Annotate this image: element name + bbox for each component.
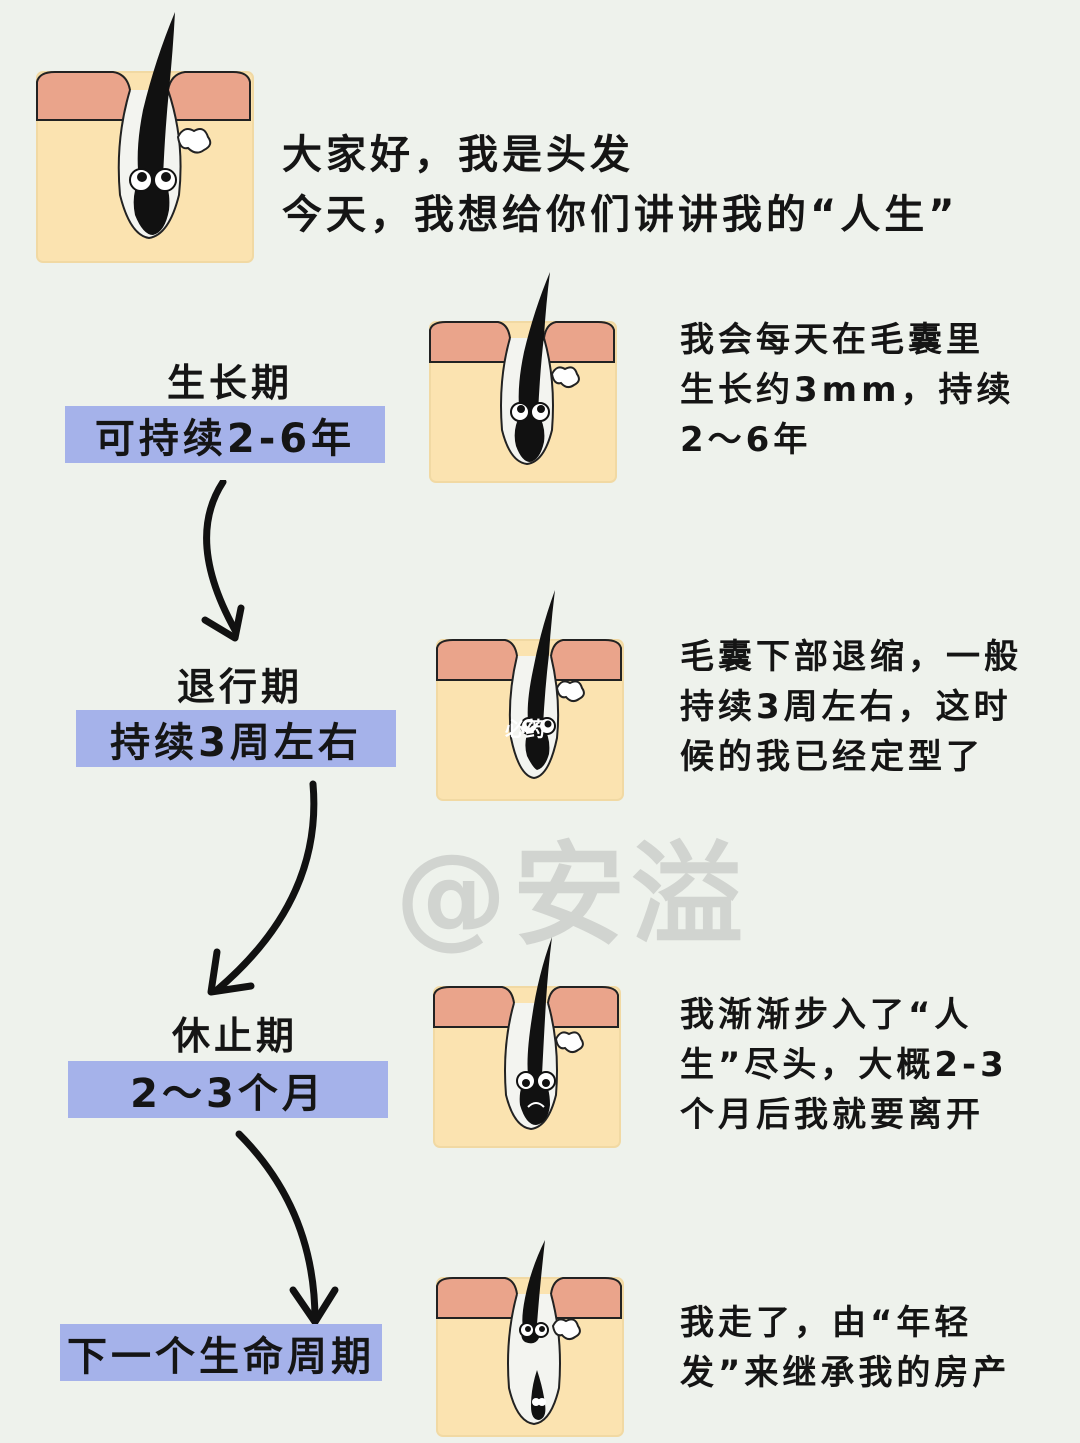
- intro-follicle-illustration: [35, 10, 255, 265]
- phase-duration-anagen: 可持续2-6年: [65, 406, 385, 463]
- anagen-follicle-illustration: [428, 270, 618, 485]
- hair-follicle-sad-icon: [433, 937, 621, 1148]
- arrow-down-icon: [207, 780, 318, 996]
- phase-description-telogen: 我渐渐步入了“人 生”尽头，大概2-3 个月后我就要离开: [680, 995, 1008, 1135]
- phase-name-telogen: 休止期: [171, 1014, 298, 1058]
- intro-greeting: 大家好，我是头发: [282, 132, 634, 178]
- phase-description-new-cycle: 我走了，由“年轻 发”来继承我的房产: [680, 1303, 1011, 1393]
- hair-follicle-happy-icon: [36, 12, 254, 263]
- small-watermark: 必药: [505, 717, 545, 741]
- phase-description-catagen: 毛囊下部退缩，一般 持续3周左右，这时 候的我已经定型了: [680, 637, 1022, 777]
- hair-follicle-shrinking-icon: [436, 590, 624, 801]
- hair-follicle-new-hair-icon: [436, 1240, 624, 1437]
- hair-follicle-growing-icon: [429, 272, 617, 483]
- phase-description-anagen: 我会每天在毛囊里 生长约3mm，持续 2～6年: [680, 320, 1015, 460]
- phase-duration-catagen: 持续3周左右: [76, 710, 396, 767]
- phase-name-anagen: 生长期: [166, 361, 293, 405]
- catagen-follicle-illustration: [435, 588, 625, 803]
- phase-next-cycle: 下一个生命周期: [60, 1324, 382, 1381]
- telogen-follicle-illustration: [432, 935, 622, 1150]
- arrow-down-icon: [201, 480, 245, 642]
- phase-duration-telogen: 2～3个月: [68, 1061, 388, 1118]
- intro-subtitle: 今天，我想给你们讲讲我的“人生”: [282, 192, 959, 238]
- arrow-down-icon: [235, 1130, 339, 1326]
- new-cycle-follicle-illustration: [435, 1238, 625, 1438]
- watermark-text: @安溢: [395, 831, 749, 961]
- phase-name-catagen: 退行期: [176, 665, 303, 709]
